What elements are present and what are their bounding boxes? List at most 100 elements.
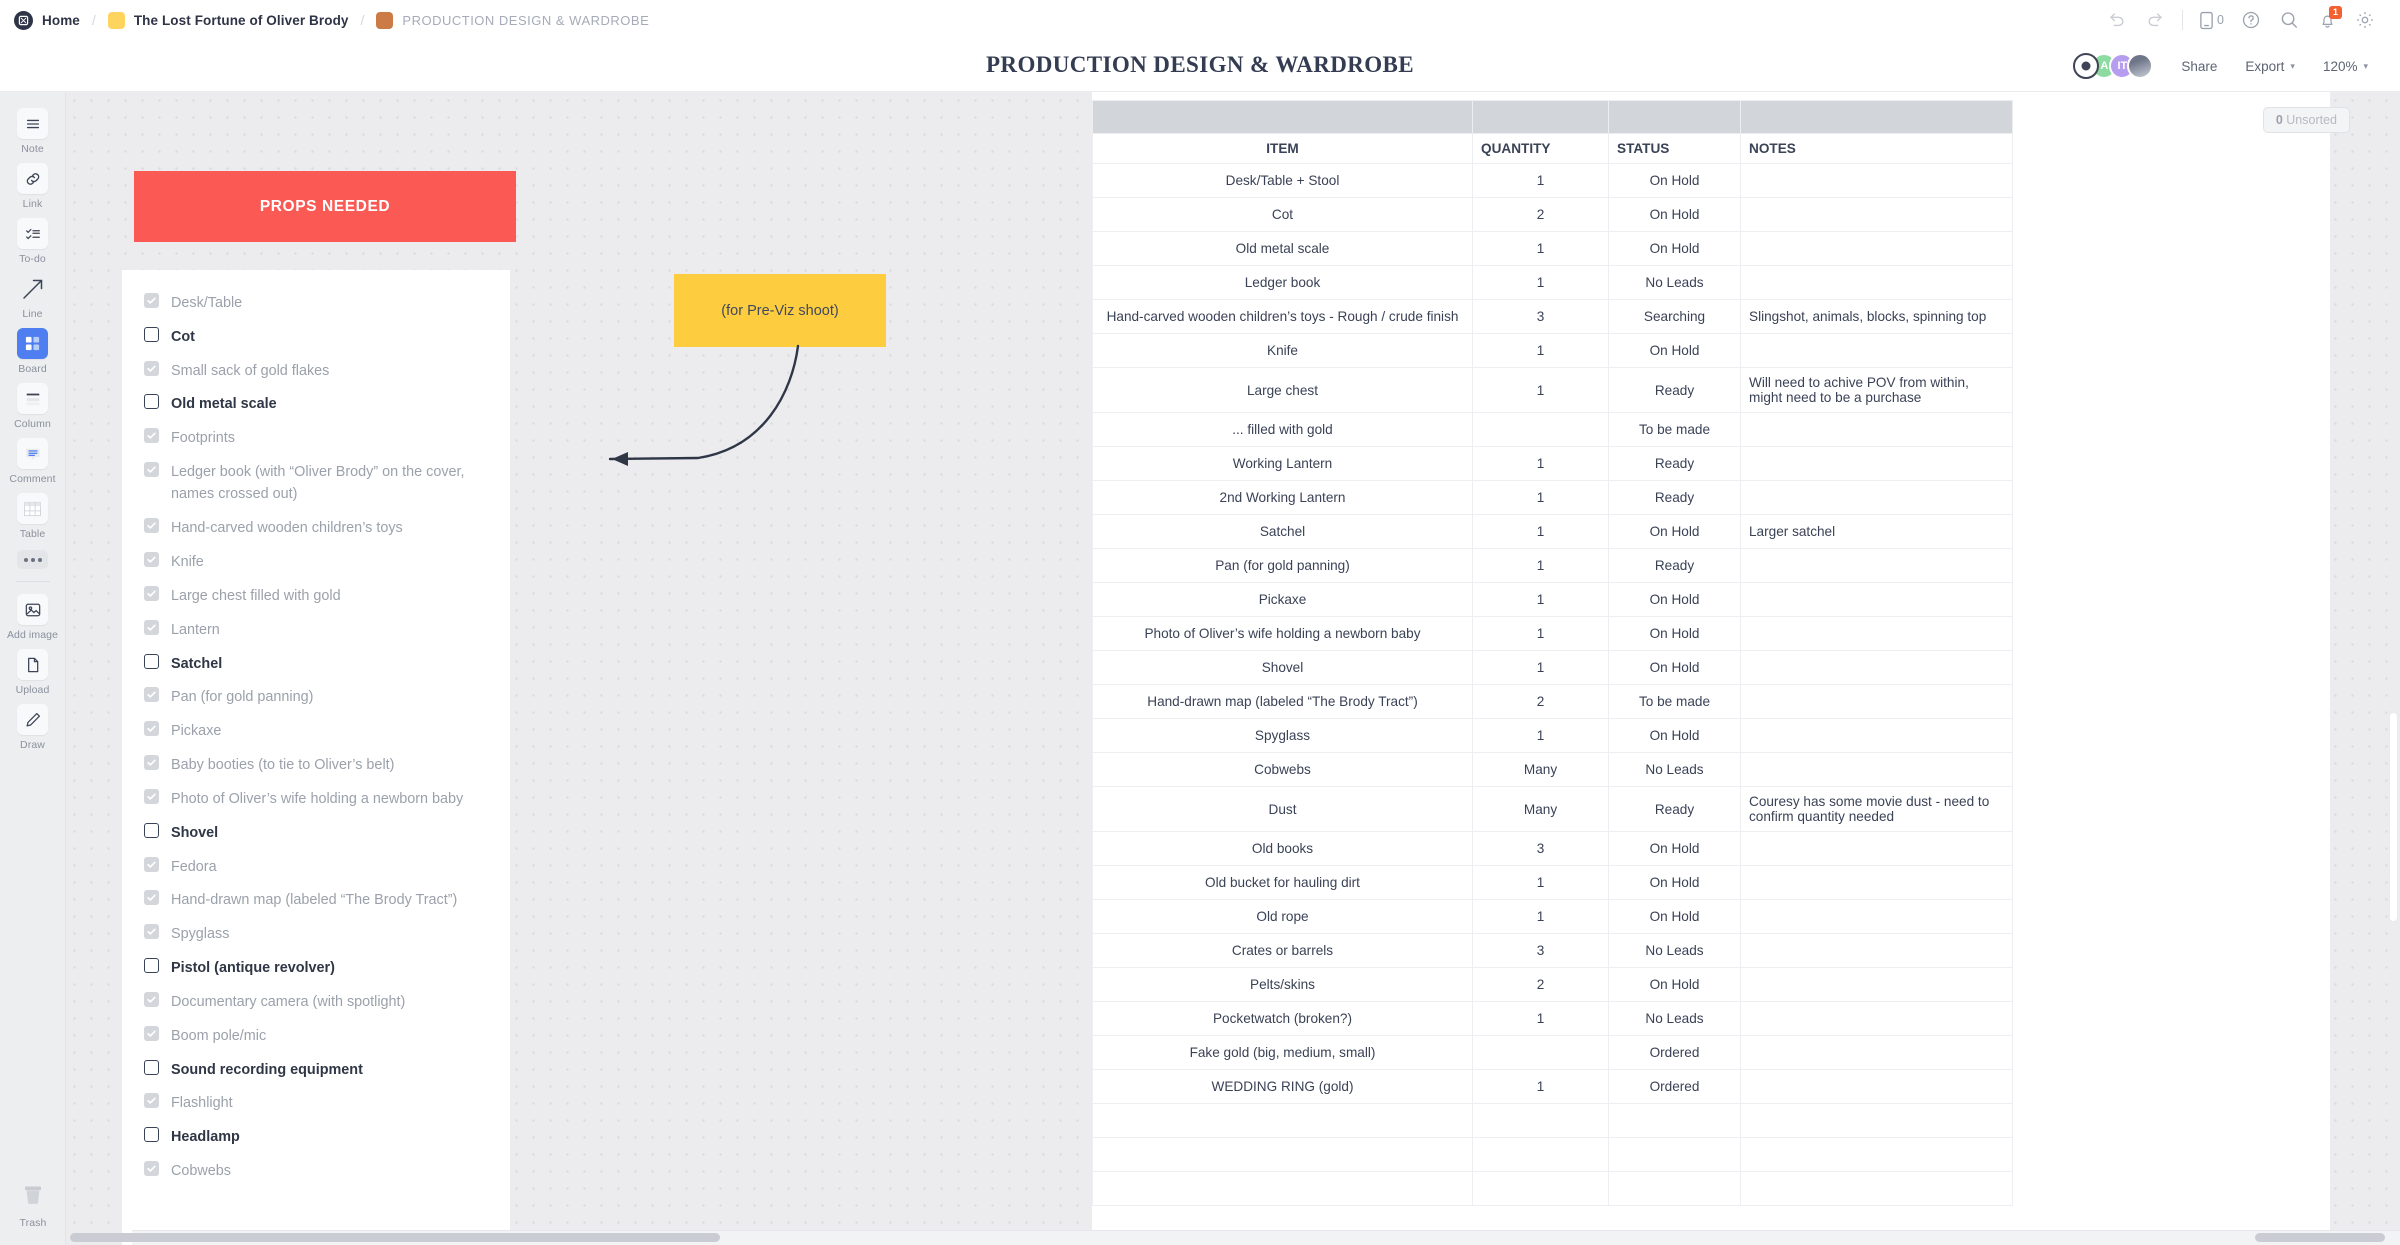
table-cell-item[interactable]: 2nd Working Lantern (1092, 480, 1473, 515)
table-cell-qty[interactable]: 1 (1472, 650, 1609, 685)
search-icon[interactable] (2270, 1, 2308, 39)
table-row[interactable] (1092, 1171, 2013, 1206)
table-cell-item[interactable]: Dust (1092, 786, 1473, 832)
table-cell-item[interactable]: Satchel (1092, 514, 1473, 549)
table-cell-qty[interactable]: 1 (1472, 582, 1609, 617)
table-cell-qty[interactable]: Many (1472, 786, 1609, 832)
table-cell-notes[interactable] (1740, 933, 2013, 968)
checklist-item[interactable]: Pickaxe (144, 720, 488, 742)
checklist-item[interactable]: Hand-carved wooden children’s toys (144, 517, 488, 539)
table-cell-qty[interactable]: 2 (1472, 967, 1609, 1002)
table-cell-status[interactable]: On Hold (1608, 899, 1741, 934)
table-cell-notes[interactable] (1740, 1103, 2013, 1138)
checkbox-checked-icon[interactable] (144, 293, 159, 308)
table-cell-notes[interactable] (1740, 899, 2013, 934)
table-cell-status[interactable]: On Hold (1608, 514, 1741, 549)
checkbox-unchecked-icon[interactable] (144, 326, 159, 342)
checklist-item[interactable]: Old metal scale (144, 393, 488, 415)
checkbox-unchecked-icon[interactable] (144, 958, 159, 974)
table-cell-notes[interactable] (1740, 1001, 2013, 1036)
props-table-wrapper[interactable]: ITEM QUANTITY STATUS NOTES Desk/Table + … (1092, 100, 2013, 1206)
checkbox-checked-icon[interactable] (144, 856, 159, 872)
export-button[interactable]: Export ▾ (2231, 59, 2309, 74)
table-row[interactable] (1092, 1103, 2013, 1138)
table-cell-item[interactable]: Pickaxe (1092, 582, 1473, 617)
table-cell-status[interactable]: Ordered (1608, 1035, 1741, 1070)
checklist-item[interactable]: Cot (144, 326, 488, 348)
table-cell-notes[interactable] (1740, 1137, 2013, 1172)
table-cell-item[interactable]: Cot (1092, 197, 1473, 232)
table-cell-status[interactable]: On Hold (1608, 650, 1741, 685)
checkbox-checked-icon[interactable] (144, 619, 159, 635)
checkbox-checked-icon[interactable] (144, 924, 159, 940)
horizontal-scrollbar-thumb[interactable] (70, 1233, 720, 1242)
table-cell-qty[interactable]: 3 (1472, 299, 1609, 334)
column-header-notes[interactable]: NOTES (1740, 133, 2013, 164)
help-icon[interactable] (2232, 1, 2270, 39)
gear-icon[interactable] (2346, 1, 2384, 39)
table-cell-status[interactable]: No Leads (1608, 752, 1741, 787)
table-cell-item[interactable] (1092, 1137, 1473, 1172)
table-cell-notes[interactable] (1740, 865, 2013, 900)
checkbox-checked-icon[interactable] (144, 991, 159, 1007)
checkbox-checked-icon[interactable] (144, 890, 159, 906)
table-cell-notes[interactable]: Slingshot, animals, blocks, spinning top (1740, 299, 2013, 334)
checkbox-checked-icon[interactable] (144, 687, 159, 703)
table-cell-qty[interactable]: 1 (1472, 899, 1609, 934)
table-cell-status[interactable]: On Hold (1608, 231, 1741, 266)
table-cell-item[interactable]: Pelts/skins (1092, 967, 1473, 1002)
column-header-status[interactable]: STATUS (1608, 133, 1741, 164)
trash-button[interactable]: Trash (0, 1182, 66, 1229)
checkbox-checked-icon[interactable] (144, 552, 159, 568)
table-cell-notes[interactable] (1740, 1171, 2013, 1206)
horizontal-scrollbar-thumb-secondary[interactable] (2255, 1233, 2385, 1242)
vertical-scrollbar[interactable] (2389, 712, 2398, 922)
table-cell-item[interactable]: Photo of Oliver’s wife holding a newborn… (1092, 616, 1473, 651)
table-cell-qty[interactable]: 1 (1472, 446, 1609, 481)
breadcrumb-item-project[interactable]: The Lost Fortune of Oliver Brody (107, 11, 349, 29)
breadcrumb-item-home[interactable]: Home (14, 10, 80, 30)
checklist-item[interactable]: Photo of Oliver’s wife holding a newborn… (144, 788, 488, 810)
table-cell-status[interactable]: On Hold (1608, 967, 1741, 1002)
table-cell-notes[interactable]: Larger satchel (1740, 514, 2013, 549)
table-cell-notes[interactable] (1740, 650, 2013, 685)
table-cell-qty[interactable]: 1 (1472, 616, 1609, 651)
checklist-item[interactable]: Fedora (144, 856, 488, 878)
table-cell-qty[interactable]: 1 (1472, 333, 1609, 368)
table-cell-item[interactable]: WEDDING RING (gold) (1092, 1069, 1473, 1104)
table-cell-qty[interactable]: 1 (1472, 367, 1609, 413)
table-cell-notes[interactable] (1740, 446, 2013, 481)
column-header-quantity[interactable]: QUANTITY (1472, 133, 1609, 164)
table-cell-qty[interactable] (1472, 1103, 1609, 1138)
checkbox-unchecked-icon[interactable] (144, 394, 159, 410)
table-cell-status[interactable]: On Hold (1608, 333, 1741, 368)
table-cell-item[interactable]: Old books (1092, 831, 1473, 866)
phone-preview-icon[interactable]: 0 (2191, 1, 2232, 39)
table-cell-notes[interactable] (1740, 265, 2013, 300)
table-cell-qty[interactable]: 1 (1472, 480, 1609, 515)
table-cell-notes[interactable]: Couresy has some movie dust - need to co… (1740, 786, 2013, 832)
table-cell-notes[interactable] (1740, 412, 2013, 447)
checkbox-unchecked-icon[interactable] (144, 1127, 159, 1143)
table-cell-status[interactable] (1608, 1171, 1741, 1206)
table-cell-notes[interactable] (1740, 480, 2013, 515)
checkbox-checked-icon[interactable] (144, 585, 159, 601)
table-cell-qty[interactable]: 1 (1472, 163, 1609, 198)
table-cell-item[interactable]: Knife (1092, 333, 1473, 368)
tool-board[interactable]: Board (4, 322, 62, 377)
avatar-viewer-icon[interactable] (2073, 53, 2100, 79)
